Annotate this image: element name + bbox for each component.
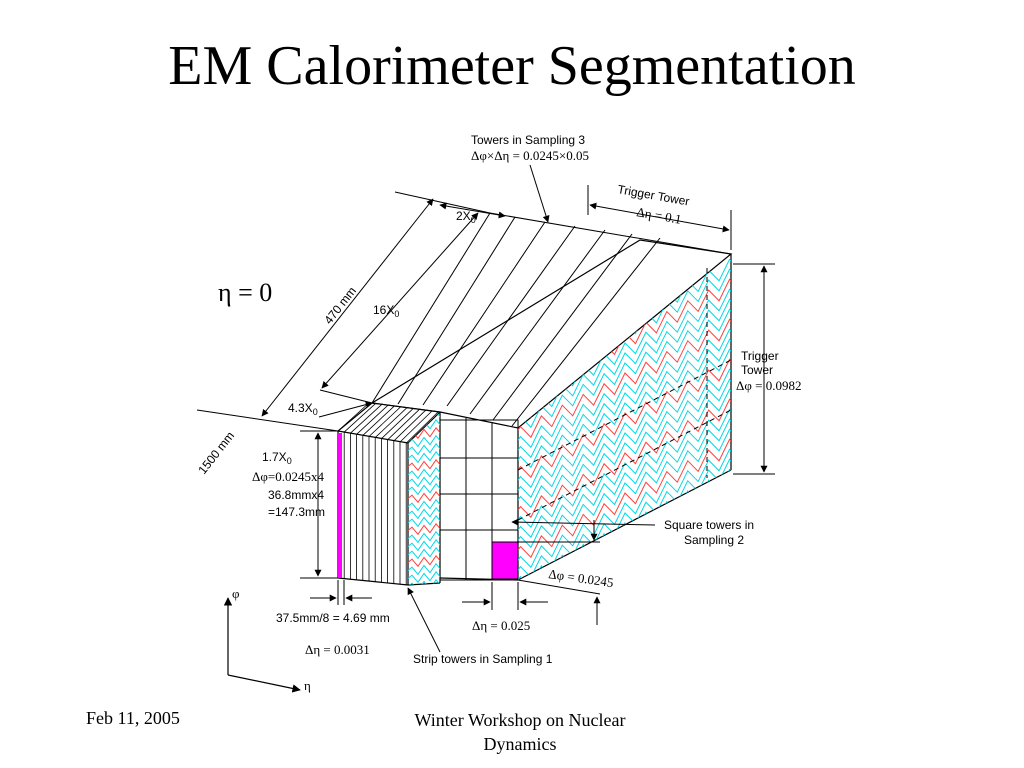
footer-date: Feb 11, 2005 bbox=[86, 708, 180, 728]
sampling3-towers bbox=[371, 212, 732, 427]
eta-axis bbox=[227, 674, 301, 693]
label-1-7x0: 1.7X0 bbox=[262, 450, 292, 466]
sampling1-top-face bbox=[336, 402, 442, 444]
label-1500mm: 1500 mm bbox=[195, 429, 237, 477]
strip-towers-label: Strip towers in Sampling 1 bbox=[413, 652, 553, 666]
label-16x0: 16X0 bbox=[373, 303, 399, 319]
highlighted-cell-sampling2 bbox=[491, 541, 519, 580]
footer-event-line2: Dynamics bbox=[483, 734, 557, 754]
trigger-tower-right-label1: Trigger bbox=[741, 349, 779, 363]
trigger-tower-top-deta: Δη = 0.1 bbox=[635, 204, 682, 227]
trigger-tower-right-label2: Tower bbox=[741, 363, 773, 377]
trigger-tower-dashes bbox=[517, 268, 732, 521]
label-36-8mm: 36.8mmx4 bbox=[268, 488, 324, 502]
label-dphi-x4: Δφ=0.0245x4 bbox=[252, 469, 324, 484]
towers-sampling3-label: Towers in Sampling 3 bbox=[471, 133, 585, 147]
label-147mm: =147.3mm bbox=[268, 505, 325, 519]
footer-event: Winter Workshop on Nuclear Dynamics bbox=[390, 708, 650, 756]
accordion-waves-front bbox=[408, 412, 440, 585]
axes-indicator bbox=[223, 597, 301, 693]
highlighted-strip-sampling1 bbox=[338, 433, 342, 578]
square-towers-label1: Square towers in bbox=[664, 518, 754, 532]
label-470mm: 470 mm bbox=[321, 284, 359, 327]
label-4-3x0: 4.3X0 bbox=[288, 401, 318, 417]
sampling2-grid bbox=[439, 418, 519, 581]
footer-event-line1: Winter Workshop on Nuclear bbox=[414, 710, 626, 730]
accordion-waves-right bbox=[518, 258, 731, 580]
strip-deta-label: Δη = 0.0031 bbox=[305, 642, 370, 657]
sampling1-strips bbox=[337, 401, 439, 585]
trigger-tower-top-label: Trigger Tower bbox=[616, 182, 690, 208]
slide-title: EM Calorimeter Segmentation bbox=[168, 35, 856, 97]
label-deta-025: Δη = 0.025 bbox=[472, 618, 530, 633]
trigger-tower-right-dphi: Δφ = 0.0982 bbox=[736, 378, 801, 393]
phi-axis-label: φ bbox=[232, 586, 240, 601]
dimension-lines bbox=[196, 164, 775, 653]
eta-axis-label: η bbox=[304, 678, 311, 693]
square-towers-label2: Sampling 2 bbox=[684, 533, 744, 547]
strip-width-label: 37.5mm/8 = 4.69 mm bbox=[276, 611, 390, 625]
label-2x0: 2X0 bbox=[456, 209, 476, 225]
calorimeter-block bbox=[336, 239, 733, 586]
towers-sampling3-granularity: Δφ×Δη = 0.0245×0.05 bbox=[471, 148, 589, 163]
eta-zero-label: η = 0 bbox=[218, 278, 272, 307]
sampling2-top-face bbox=[370, 239, 733, 429]
